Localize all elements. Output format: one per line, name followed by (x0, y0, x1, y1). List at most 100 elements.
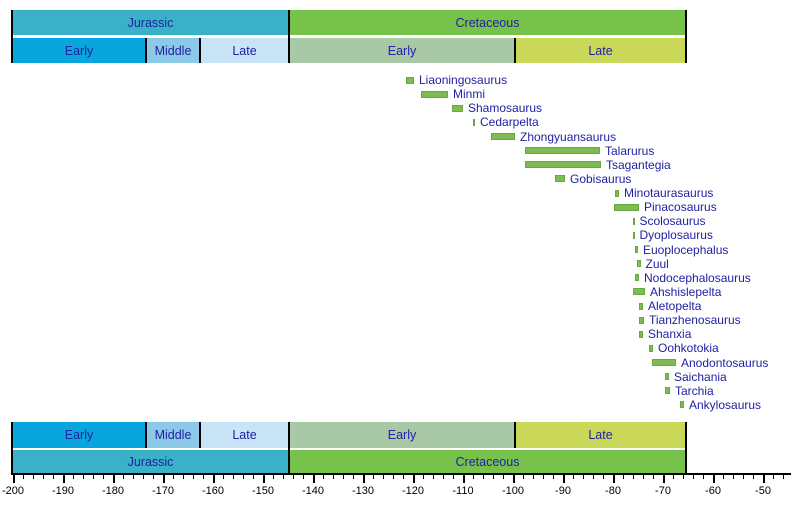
epoch-segment: Late (515, 422, 686, 448)
minor-tick (343, 475, 344, 479)
period-boundary-line (11, 422, 13, 473)
taxon-label[interactable]: Shanxia (648, 327, 692, 342)
taxon-label[interactable]: Aletopelta (648, 299, 702, 314)
epoch-segment: Early (12, 38, 146, 63)
taxon-range-bar (680, 401, 684, 409)
taxon-range-bar (665, 373, 669, 381)
taxon-label[interactable]: Nodocephalosaurus (644, 270, 751, 285)
major-tick (363, 475, 365, 483)
taxon-label[interactable]: Tsagantegia (606, 157, 671, 172)
tick-label: -100 (501, 485, 525, 497)
minor-tick (683, 475, 684, 479)
period-boundary-line (685, 10, 687, 63)
taxon-label[interactable]: Euoplocephalus (643, 242, 729, 257)
taxon-label[interactable]: Ahshislepelta (650, 284, 722, 299)
epoch-segment: Late (200, 422, 289, 448)
taxon-range-bar (635, 274, 639, 282)
major-tick (513, 475, 515, 483)
taxon-range-bar (406, 76, 414, 84)
major-tick (713, 475, 715, 483)
taxon-range-bar (639, 316, 644, 324)
taxon-label[interactable]: Dyoplosaurus (639, 228, 713, 243)
epoch-segment: Early (289, 38, 515, 63)
minor-tick (723, 475, 724, 479)
major-tick (313, 475, 315, 483)
minor-tick (633, 475, 634, 479)
taxon-range-bar (665, 387, 670, 395)
taxon-label[interactable]: Scolosaurus (639, 214, 706, 229)
minor-tick (53, 475, 54, 479)
epoch-segment-label: Early (387, 428, 417, 442)
major-tick (613, 475, 615, 483)
minor-tick (703, 475, 704, 479)
taxon-label[interactable]: Liaoningosaurus (419, 73, 508, 87)
minor-tick (83, 475, 84, 479)
epoch-segment-label: Early (64, 428, 94, 442)
minor-tick (173, 475, 174, 479)
tick-label: -70 (655, 485, 671, 497)
axis-line (11, 473, 791, 475)
taxon-label[interactable]: Minotaurasaurus (624, 186, 714, 201)
tick-label: -60 (705, 485, 721, 497)
taxon-label[interactable]: Minmi (453, 87, 485, 102)
minor-tick (403, 475, 404, 479)
taxon-label[interactable]: Zhongyuansaurus (520, 129, 617, 144)
taxon-label[interactable]: Pinacosaurus (644, 200, 717, 215)
epoch-segment-label: Late (232, 428, 257, 442)
minor-tick (133, 475, 134, 479)
period-boundary-line (288, 10, 290, 63)
taxon-range-bar (633, 288, 645, 296)
taxon-label[interactable]: Cedarpelta (480, 115, 539, 130)
taxon-range-bar (633, 217, 635, 225)
period-segment: Cretaceous (289, 10, 686, 35)
tick-label: -170 (151, 485, 175, 497)
minor-tick (423, 475, 424, 479)
epoch-boundary-line (145, 422, 147, 448)
major-tick (213, 475, 215, 483)
minor-tick (383, 475, 384, 479)
epoch-segment-label: Late (588, 428, 613, 442)
minor-tick (153, 475, 154, 479)
period-segment: Jurassic (12, 450, 289, 473)
minor-tick (333, 475, 334, 479)
taxon-label[interactable]: Saichania (674, 369, 727, 384)
epoch-segment-label: Middle (154, 43, 192, 58)
taxon-range-bar (525, 161, 601, 169)
taxon-label[interactable]: Oohkotokia (658, 341, 719, 356)
x-axis: -200-190-180-170-160-150-140-130-120-110… (0, 473, 800, 525)
minor-tick (783, 475, 784, 479)
tick-label: -90 (555, 485, 571, 497)
epoch-boundary-line (199, 38, 201, 63)
period-boundary-line (11, 10, 13, 63)
minor-tick (273, 475, 274, 479)
taxon-label[interactable]: Tarchia (675, 383, 714, 398)
major-tick (413, 475, 415, 483)
major-tick (163, 475, 165, 483)
major-tick (463, 475, 465, 483)
minor-tick (493, 475, 494, 479)
minor-tick (103, 475, 104, 479)
major-tick (63, 475, 65, 483)
taxon-range-bar (649, 344, 653, 352)
tick-label: -190 (51, 485, 75, 497)
taxon-range-bar (452, 104, 463, 112)
taxon-label[interactable]: Shamosaurus (468, 101, 543, 116)
taxon-range-bar (652, 359, 676, 367)
taxon-label[interactable]: Gobisaurus (570, 171, 632, 186)
minor-tick (303, 475, 304, 479)
minor-tick (433, 475, 434, 479)
taxon-label[interactable]: Talarurus (605, 143, 655, 158)
taxon-range-bar (635, 246, 638, 254)
taxon-label[interactable]: Ankylosaurus (689, 397, 762, 412)
taxon-label[interactable]: Tianzhenosaurus (649, 313, 741, 328)
epoch-boundary-line (514, 38, 516, 63)
taxon-label[interactable]: Anodontosaurus (681, 355, 769, 370)
epoch-boundary-line (145, 38, 147, 63)
tick-label: -150 (251, 485, 275, 497)
epoch-segment-label: Early (64, 43, 94, 58)
period-segment-label: Cretaceous (455, 454, 520, 469)
minor-tick (33, 475, 34, 479)
taxon-label[interactable]: Zuul (645, 256, 669, 271)
